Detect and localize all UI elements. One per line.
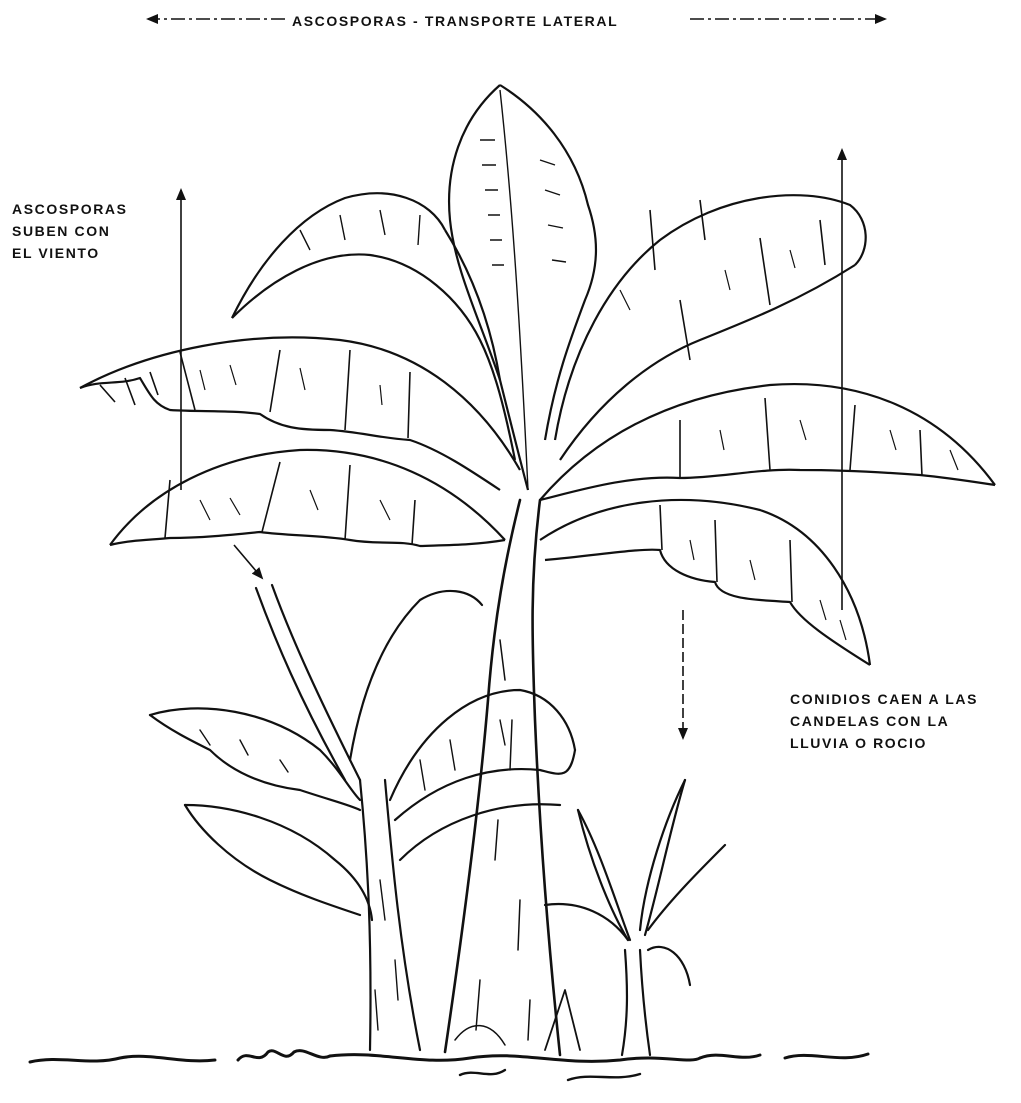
ascospores-rise-line-2: SUBEN CON xyxy=(12,220,128,242)
left-sucker-plant xyxy=(150,585,575,1050)
conidia-fall-line-2: CANDELAS CON LA xyxy=(790,710,978,732)
right-leaf-upper xyxy=(555,195,866,460)
conidia-fall-line-3: LLUVIA O ROCIO xyxy=(790,732,978,754)
upper-left-leaf xyxy=(232,193,515,460)
central-cigar-leaf xyxy=(449,85,596,490)
right-sucker-plant xyxy=(545,780,725,1055)
ascospores-rise-line-1: ASCOSPORAS xyxy=(12,198,128,220)
left-leaf-upper xyxy=(80,337,520,490)
ground-line xyxy=(30,1051,868,1080)
left-leaf-lower xyxy=(110,450,505,546)
leaf-to-sucker-arrow xyxy=(234,545,262,578)
main-pseudostem xyxy=(445,500,560,1055)
right-leaf-drooping xyxy=(540,500,870,665)
conidia-fall-label: CONIDIOS CAEN A LAS CANDELAS CON LA LLUV… xyxy=(790,688,978,754)
lateral-transport-label: ASCOSPORAS - TRANSPORTE LATERAL xyxy=(292,10,618,32)
ascospores-rise-line-3: EL VIENTO xyxy=(12,242,128,264)
conidia-fall-line-1: CONIDIOS CAEN A LAS xyxy=(790,688,978,710)
ascospores-rise-label: ASCOSPORAS SUBEN CON EL VIENTO xyxy=(12,198,128,264)
